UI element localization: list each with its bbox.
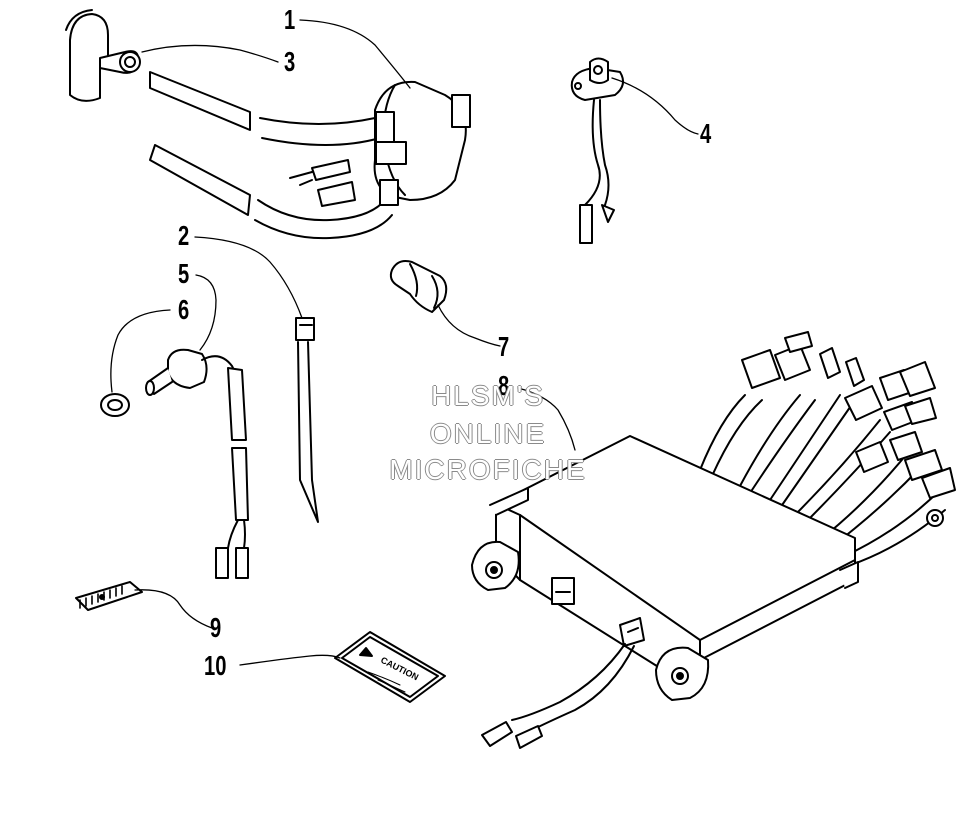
memory-chip xyxy=(75,581,143,611)
callout-2: 2 xyxy=(178,220,190,251)
washer xyxy=(100,393,130,417)
ignition-coil xyxy=(149,71,471,240)
leader-lines xyxy=(110,19,699,666)
callout-9: 9 xyxy=(210,612,222,643)
callout-4: 4 xyxy=(700,118,712,149)
watermark-line-1: HLSM'S xyxy=(431,380,545,411)
spark-plug-cap xyxy=(65,9,141,102)
callout-1: 1 xyxy=(284,4,296,35)
cable-tie xyxy=(295,317,319,523)
callout-3: 3 xyxy=(284,46,296,77)
callout-6: 6 xyxy=(178,294,190,325)
caution-decal: CAUTION xyxy=(334,631,446,703)
watermark-line-3: MICROFICHE xyxy=(389,454,587,485)
callout-5: 5 xyxy=(178,258,190,289)
callout-10: 10 xyxy=(204,650,227,681)
wire-clip xyxy=(389,260,448,313)
temperature-sensor xyxy=(570,57,625,244)
throttle-sensor xyxy=(145,348,249,579)
control-module xyxy=(471,331,956,749)
callout-7: 7 xyxy=(498,331,510,362)
watermark-line-2: ONLINE xyxy=(429,418,547,449)
callout-8: 8 xyxy=(498,370,510,401)
